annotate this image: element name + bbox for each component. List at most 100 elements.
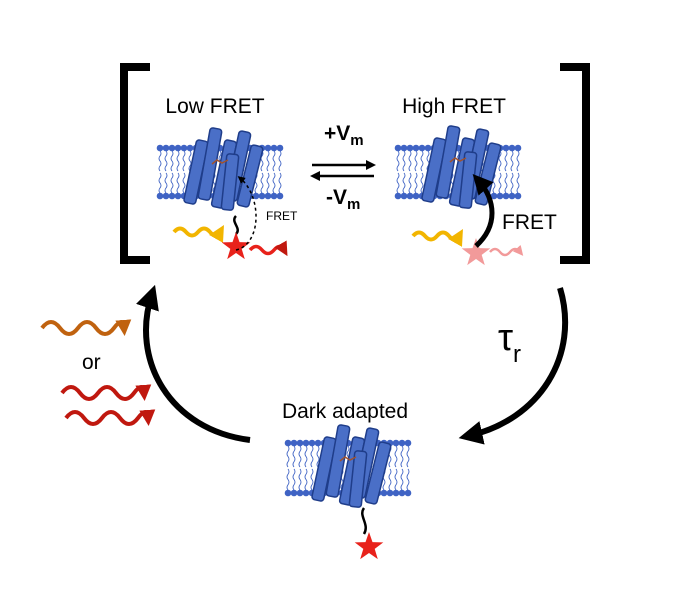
lipid-head <box>404 489 412 497</box>
lipid-tail <box>176 172 180 194</box>
lipid-tail <box>260 150 264 172</box>
high-fret-title: High FRET <box>402 95 506 118</box>
lipid-head <box>186 144 194 152</box>
lipid-tail <box>388 468 392 491</box>
retinal-chromophore <box>211 159 229 165</box>
lipid-head <box>400 144 408 152</box>
lipid-head <box>394 144 402 152</box>
forward-voltage-label: +Vm <box>324 122 364 149</box>
lipid-tail <box>286 468 290 491</box>
high-fret-excitation-wave <box>411 229 463 247</box>
lipid-tail <box>310 468 314 491</box>
lipid-head <box>162 192 170 200</box>
lipid-head <box>270 192 278 200</box>
lipid-tail <box>406 445 410 468</box>
transmembrane-helix <box>348 450 368 508</box>
lipid-head <box>508 192 516 200</box>
lipid-head <box>314 439 322 447</box>
lipid-head <box>400 192 408 200</box>
lipid-tail <box>516 150 520 172</box>
lipid-head <box>258 192 266 200</box>
low-fret-dashed-fret-arrow <box>235 176 257 251</box>
lipid-head <box>302 489 310 497</box>
lipid-tail <box>304 445 308 468</box>
low-fret-small-fret-label: FRET <box>266 209 298 223</box>
lipid-tail <box>400 468 404 491</box>
lipid-tail <box>420 172 424 194</box>
lipid-tail <box>182 150 186 172</box>
dark-adapted-fluorophore-star <box>354 532 384 560</box>
protein-helices-dark-adapted <box>311 424 392 508</box>
lipid-head <box>398 439 406 447</box>
retinal-chromophore <box>339 456 357 462</box>
lipid-head <box>276 144 284 152</box>
low-fret-excitation-wave <box>172 225 224 243</box>
lipid-tail <box>504 172 508 194</box>
lipid-tail <box>316 445 320 468</box>
lipid-tail <box>516 172 520 194</box>
transmembrane-helix <box>325 424 351 498</box>
lipid-tail <box>188 150 192 172</box>
lipid-head <box>156 192 164 200</box>
lipid-tail <box>158 172 162 194</box>
reverse-voltage-label: -Vm <box>326 186 360 213</box>
high-fret-fret-label: FRET <box>502 211 557 234</box>
lipid-head <box>290 489 298 497</box>
lipid-tail <box>426 150 430 172</box>
lipid-tail <box>394 468 398 491</box>
lipid-tail <box>402 172 406 194</box>
or-label: or <box>82 351 101 374</box>
lipid-tail <box>396 172 400 194</box>
lipid-tail <box>292 445 296 468</box>
lipid-tail <box>310 445 314 468</box>
lipid-tail <box>510 172 514 194</box>
dark-adapted-linker <box>361 507 367 535</box>
lipid-tail <box>170 150 174 172</box>
lipid-head <box>406 144 414 152</box>
lipid-head <box>296 439 304 447</box>
lipid-tail <box>176 150 180 172</box>
lipid-head <box>392 489 400 497</box>
lipid-tail <box>504 150 508 172</box>
lipid-head <box>514 192 522 200</box>
lipid-tail <box>298 445 302 468</box>
lipid-head <box>308 439 316 447</box>
lipid-tail <box>304 468 308 491</box>
lipid-tail <box>402 150 406 172</box>
lipid-head <box>174 192 182 200</box>
lipid-tail <box>414 172 418 194</box>
lipid-head <box>264 192 272 200</box>
lipid-tail <box>278 172 282 194</box>
lipid-head <box>412 144 420 152</box>
lipid-head <box>168 192 176 200</box>
lipid-head <box>270 144 278 152</box>
transmembrane-helix <box>220 153 240 211</box>
lipid-tail <box>406 468 410 491</box>
relaxation-time-label: τr <box>498 317 521 368</box>
lipid-tail <box>272 150 276 172</box>
lipid-tail <box>498 172 502 194</box>
lipid-tail <box>158 150 162 172</box>
lipid-tail <box>408 150 412 172</box>
lipid-head <box>418 144 426 152</box>
low-fret-title: Low FRET <box>165 95 264 118</box>
lipid-tail <box>400 445 404 468</box>
left-bracket <box>120 63 150 264</box>
lipid-head <box>162 144 170 152</box>
lipid-tail <box>510 150 514 172</box>
red-light-wave-1 <box>60 384 152 401</box>
transmembrane-helix <box>236 144 264 208</box>
lipid-tail <box>292 468 296 491</box>
relaxation-arrow <box>458 287 569 445</box>
lipid-tail <box>388 445 392 468</box>
lipid-tail <box>408 172 412 194</box>
low-fret-linker <box>233 215 239 235</box>
lipid-tail <box>164 172 168 194</box>
lipid-head <box>394 192 402 200</box>
lipid-head <box>180 144 188 152</box>
lipid-head <box>264 144 272 152</box>
lipid-head <box>404 439 412 447</box>
lipid-head <box>156 144 164 152</box>
lipid-head <box>424 144 432 152</box>
